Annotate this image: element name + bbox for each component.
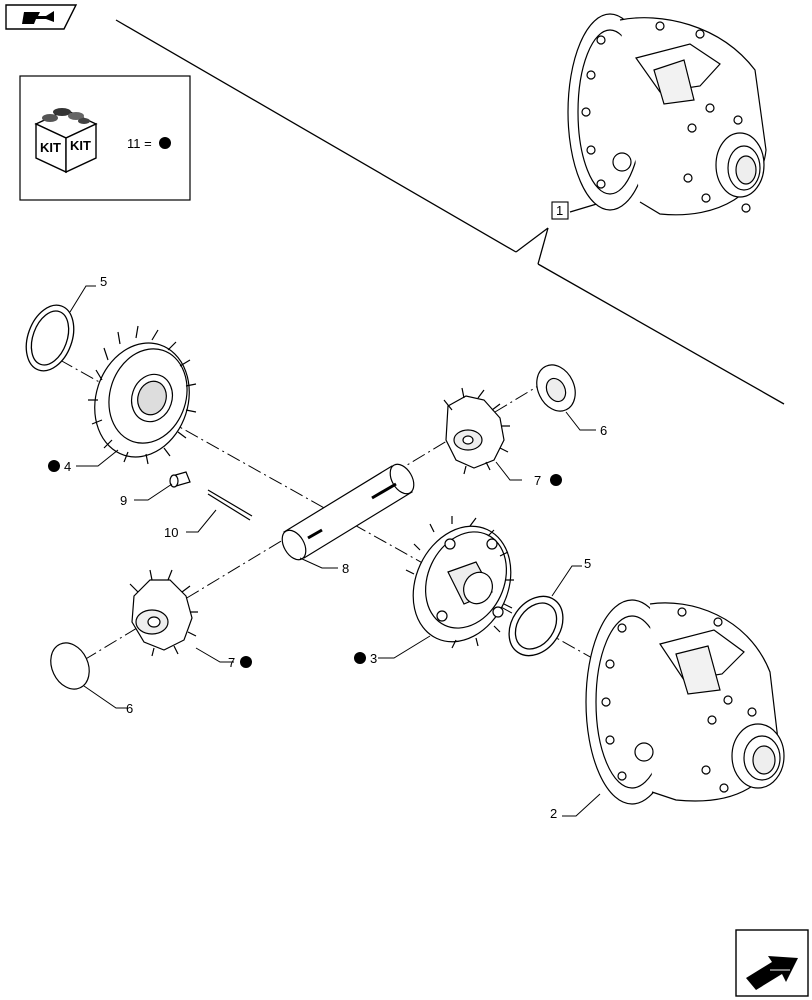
callout-7-lower: 7 <box>228 655 235 670</box>
callout-7-upper: 7 <box>534 473 541 488</box>
kit-dot-icon <box>354 652 366 664</box>
kit-equation: 11 = <box>127 136 152 151</box>
callout-4: 4 <box>64 459 71 474</box>
callout-3: 3 <box>370 651 377 666</box>
side-gear-lower <box>405 516 514 649</box>
kit-dot-icon <box>159 137 171 149</box>
kit-box-icon: KIT KIT <box>34 108 98 174</box>
callout-5-lower: 5 <box>584 556 591 571</box>
assembly-leader-lines <box>115 19 785 405</box>
callout-5-upper: 5 <box>100 274 107 289</box>
kit-dot-icon <box>550 474 562 486</box>
book-arrow-icon[interactable] <box>5 4 78 30</box>
pinion-gear-upper <box>443 387 510 475</box>
kit-dot-icon <box>240 656 252 668</box>
callout-10: 10 <box>164 525 178 540</box>
callout-1: 1 <box>551 201 569 220</box>
next-page-arrow-icon[interactable] <box>735 929 809 997</box>
callout-9: 9 <box>120 493 127 508</box>
callout-labels: 5 4 9 10 6 7 8 5 3 7 6 2 <box>48 274 607 821</box>
pinion-washer-lower <box>50 642 90 690</box>
thrust-washer-lower <box>508 595 564 657</box>
roll-pin <box>207 489 253 521</box>
differential-assembly-top <box>567 13 767 216</box>
side-gear-upper <box>88 325 197 465</box>
callout-2: 2 <box>550 806 557 821</box>
callout-6-lower: 6 <box>126 701 133 716</box>
callout-6-upper: 6 <box>600 423 607 438</box>
pinion-washer-upper <box>536 364 576 412</box>
lock-pin <box>169 471 191 488</box>
kit-legend: KIT KIT 11 = <box>19 75 191 201</box>
callout-8: 8 <box>342 561 349 576</box>
kit-label-left: KIT <box>40 140 61 155</box>
thrust-washer-upper <box>25 304 75 372</box>
svg-text:1: 1 <box>556 203 563 218</box>
kit-label-right: KIT <box>70 138 91 153</box>
kit-dot-icon <box>48 460 60 472</box>
cross-shaft <box>281 463 415 561</box>
differential-case-lower <box>585 599 785 805</box>
callout-leaders <box>69 285 601 817</box>
pinion-gear-lower <box>129 569 198 657</box>
